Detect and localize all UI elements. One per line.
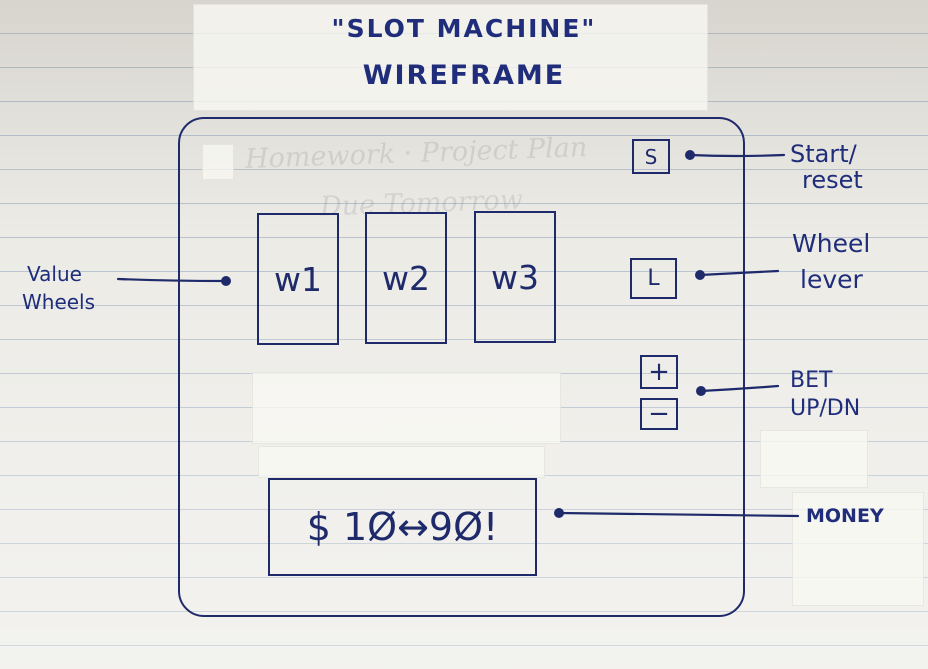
label-money: MONEY [806,505,884,527]
slot-machine-frame [178,117,745,617]
tape-lower [258,446,545,478]
bet-down-button[interactable]: − [640,398,678,430]
wheel-label: w1 [274,259,322,299]
label-start-reset-line-1: Start/ [790,140,857,168]
label-value-wheels-line-2: Wheels [22,290,96,314]
dot-money [554,508,564,518]
leader-bet [699,384,780,393]
wheel-lever-button[interactable]: L [630,258,677,299]
leader-start-reset [688,153,786,158]
tape-title [193,4,708,111]
tape-middle [252,372,561,444]
label-value-wheels-line-1: Value [27,262,82,286]
dot-value-wheels [221,276,231,286]
value-wheel-1: w1 [257,213,339,345]
title-line-1: "SLOT MACHINE" [331,14,597,43]
label-start-reset-line-2: reset [802,166,863,194]
value-wheel-3: w3 [474,211,556,343]
dot-wheel-lever [695,270,705,280]
title-line-2: WIREFRAME [362,60,566,91]
tape-top-left [202,144,234,180]
start-reset-button[interactable]: S [632,139,670,174]
bet-up-button[interactable]: + [640,355,678,389]
dot-bet [696,386,706,396]
label-wheel-lever-line-1: Wheel [792,229,871,258]
wheel-label: w3 [491,257,539,297]
leader-wheel-lever [698,269,780,277]
label-bet-line-1: BET [790,368,833,393]
leader-value-wheels [116,277,228,283]
leader-money [557,511,800,518]
wheel-label: w2 [382,258,430,298]
tape-right [760,430,868,488]
tape-bottom-right [792,492,924,606]
money-display-text: $ 1Ø↔9Ø! [306,505,499,549]
label-bet-line-2: UP/DN [790,396,861,421]
money-display: $ 1Ø↔9Ø! [268,478,537,576]
label-wheel-lever-line-2: lever [800,265,863,294]
dot-start-reset [685,150,695,160]
value-wheel-2: w2 [365,212,447,344]
